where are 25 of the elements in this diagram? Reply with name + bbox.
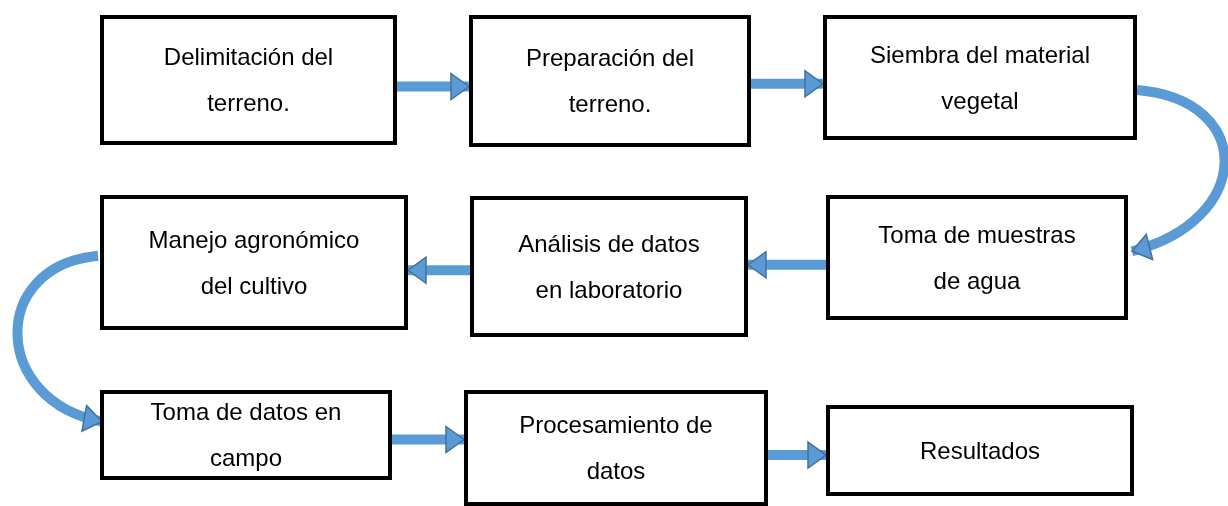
process-box [469,15,751,147]
process-box [100,195,408,330]
process-box [826,405,1134,496]
process-box [464,390,768,506]
arrow [392,425,465,454]
process-box [823,15,1137,140]
step-text: Delimitación del terreno. [162,42,335,118]
arrow [1130,85,1228,259]
step-text: Resultados [919,435,1041,466]
step-text: Procesamiento de datos [518,410,714,486]
arrow [768,441,827,469]
arrow [751,70,824,98]
arrow [407,256,470,284]
process-box [470,196,748,337]
step-text: Análisis de datos en laboratorio [517,228,701,305]
process-box [100,390,392,480]
arrow [747,251,826,279]
process-box [826,195,1128,320]
step-text: Toma de muestras de agua [877,219,1077,296]
arrow [397,72,470,101]
step-text: Manejo agronómico del cultivo [147,224,361,301]
process-box [100,15,397,145]
step-text: Toma de datos en campo [149,397,343,473]
step-text: Siembra del material vegetal [868,39,1092,116]
step-text: Preparación del terreno. [524,43,696,119]
